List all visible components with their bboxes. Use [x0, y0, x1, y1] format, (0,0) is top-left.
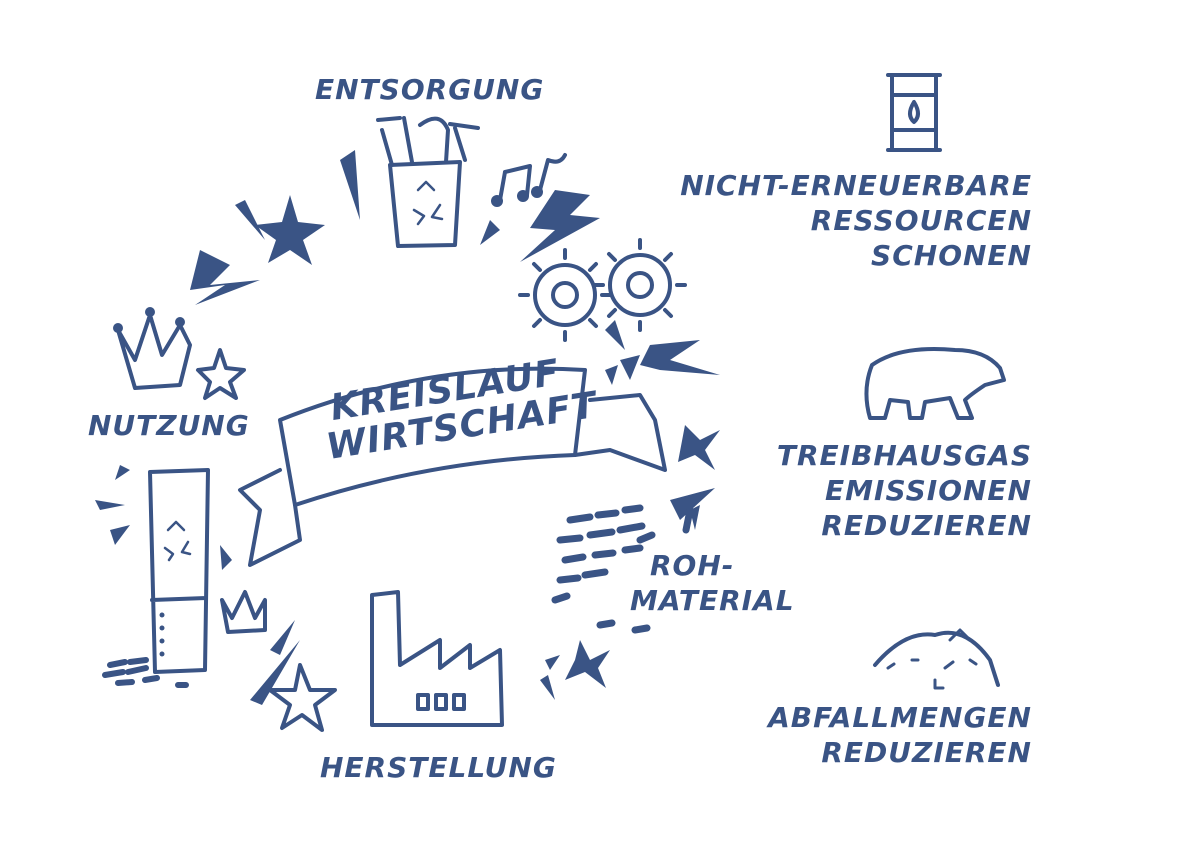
banner-ribbon: [238, 366, 667, 567]
benefit-emissions: TREIBHAUSGAS EMISSIONEN REDUZIEREN: [777, 438, 1032, 543]
benefit-emissions-line-3: REDUZIEREN: [821, 509, 1032, 542]
crown-icon: [220, 590, 267, 634]
decorative-strokes: [95, 150, 720, 732]
stage-label-raw-material-1: ROH-: [650, 549, 735, 582]
lightning-icon: [520, 190, 600, 262]
polar-bear-icon: [864, 347, 1006, 420]
factory-icon: [370, 590, 504, 727]
music-note-icon: [491, 153, 567, 207]
star-icon: [255, 195, 325, 265]
benefit-resources: NICHT-ERNEUERBARE RESSOURCEN SCHONEN: [680, 168, 1032, 273]
recycling-bin-icon: [376, 116, 480, 248]
stage-label-raw-material-2: MATERIAL: [630, 584, 795, 617]
stage-label-production: HERSTELLUNG: [320, 751, 557, 784]
benefit-resources-line-3: SCHONEN: [871, 239, 1032, 272]
benefit-waste: ABFALLMENGEN REDUZIEREN: [768, 700, 1032, 770]
benefit-emissions-line-1: TREIBHAUSGAS: [776, 439, 1032, 472]
product-column-icon: [102, 468, 210, 688]
benefit-emissions-line-2: EMISSIONEN: [825, 474, 1032, 507]
benefit-waste-line-2: REDUZIEREN: [821, 736, 1032, 769]
stage-label-disposal: ENTSORGUNG: [315, 73, 545, 106]
star-outline-icon: [268, 663, 337, 732]
star-outline-icon: [196, 348, 246, 400]
stage-label-use: NUTZUNG: [88, 409, 250, 442]
oil-barrel-icon: [886, 73, 942, 152]
benefit-waste-line-1: ABFALLMENGEN: [768, 701, 1032, 734]
waste-pile-icon: [873, 628, 1000, 690]
raw-material-pile-icon: [551, 504, 694, 634]
benefit-resources-line-2: RESSOURCEN: [810, 204, 1032, 237]
benefit-resources-line-1: NICHT-ERNEUERBARE: [680, 169, 1032, 202]
gears-icon: [518, 238, 687, 342]
